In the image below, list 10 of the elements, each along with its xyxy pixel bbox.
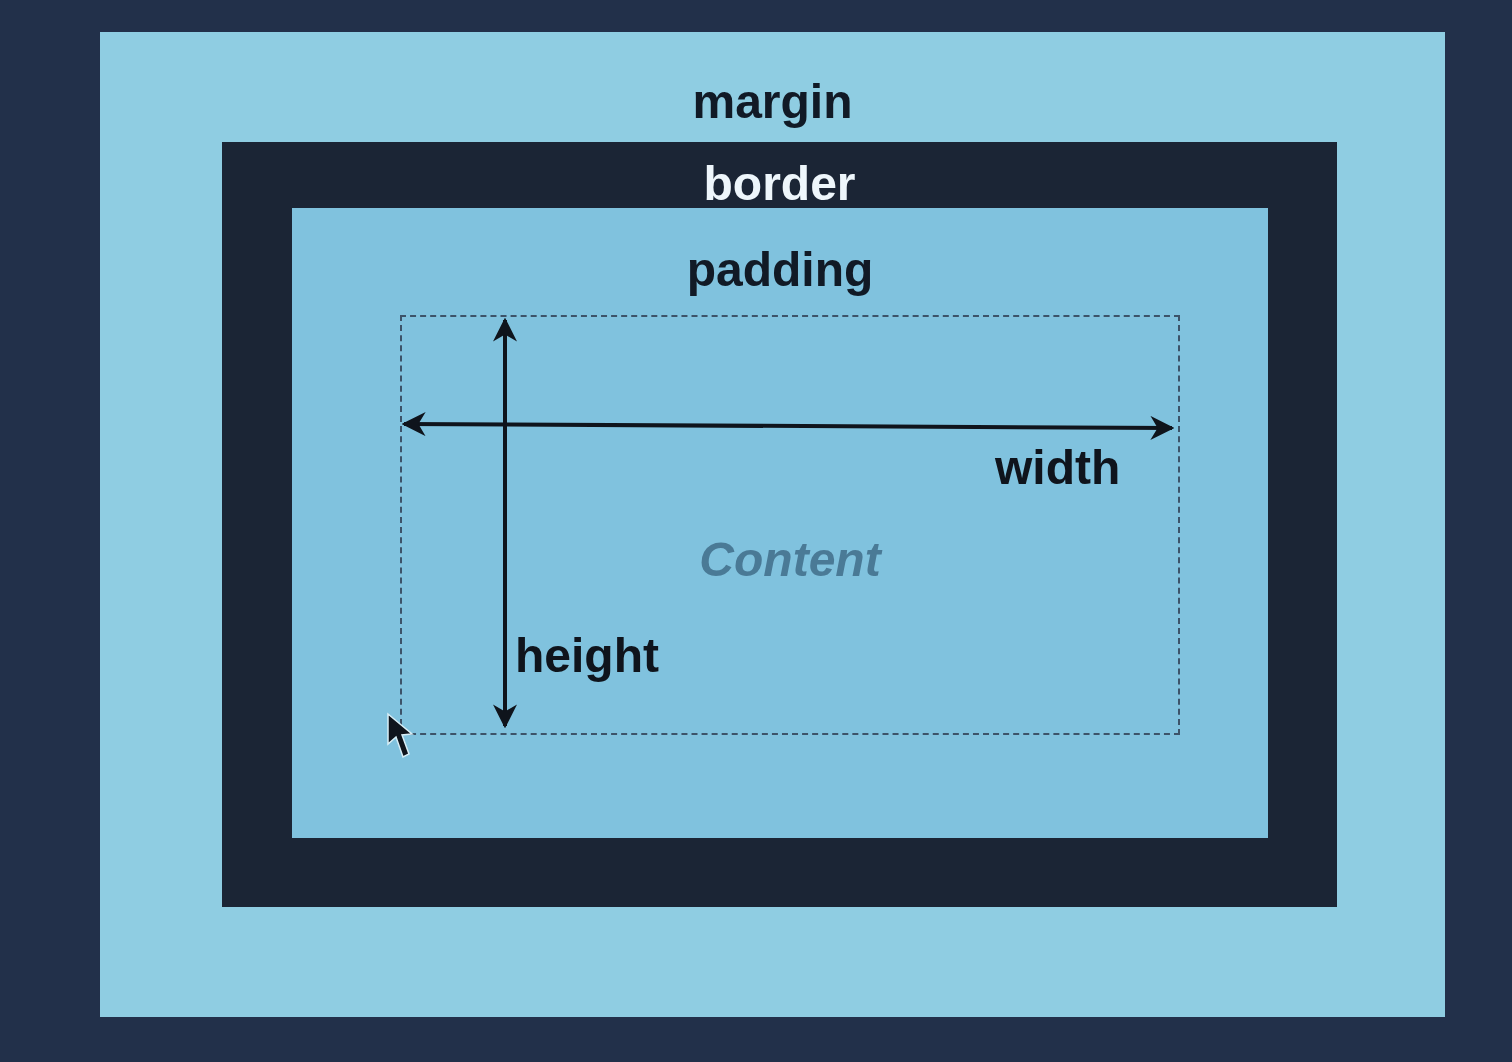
box-label: padding (686, 242, 874, 298)
dimension-label: height (515, 628, 659, 684)
box-label: margin (692, 74, 853, 130)
dimension-label: width (995, 440, 1121, 496)
box-label: border (703, 156, 856, 212)
padding-area (292, 208, 1268, 838)
margin-area (100, 32, 1445, 1017)
box-label: Content (699, 532, 881, 588)
border-area (222, 142, 1337, 907)
content-area (400, 315, 1180, 735)
